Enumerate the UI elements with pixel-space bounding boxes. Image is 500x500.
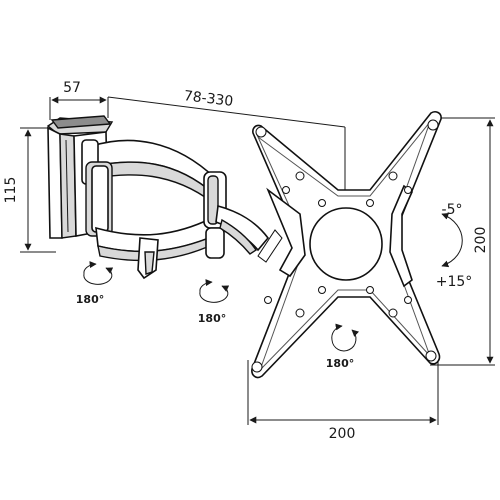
plate-rotation-label: 180° xyxy=(326,357,354,370)
dimension-115: 115 xyxy=(3,127,56,253)
tilt-up-label: -5° xyxy=(442,202,463,218)
swivel-rotation-2-label: 180° xyxy=(198,312,226,325)
dimension-57-label: 57 xyxy=(63,80,81,96)
swivel-rotation-1: 180° xyxy=(76,261,114,306)
swivel-rotation-1-label: 180° xyxy=(76,293,104,306)
tilt-indicator: -5° +15° xyxy=(436,202,473,290)
dimension-78-330: 78-330 xyxy=(107,88,346,190)
dimension-200-vertical-label: 200 xyxy=(473,227,489,254)
first-arm xyxy=(81,139,216,237)
plate-connector xyxy=(215,204,270,255)
dimension-78-330-label: 78-330 xyxy=(183,88,234,110)
dimension-57: 57 xyxy=(49,80,109,120)
swivel-rotation-2: 180° xyxy=(198,279,230,325)
second-arm xyxy=(95,216,215,280)
dimension-200-horizontal-label: 200 xyxy=(329,426,356,442)
dimension-200-vertical: 200 xyxy=(430,117,495,366)
tilt-down-label: +15° xyxy=(436,274,473,290)
dimension-200-horizontal: 200 xyxy=(247,360,439,442)
dimension-115-label: 115 xyxy=(3,177,19,204)
plate-rotation: 180° xyxy=(326,323,360,370)
tv-plate xyxy=(251,111,442,379)
